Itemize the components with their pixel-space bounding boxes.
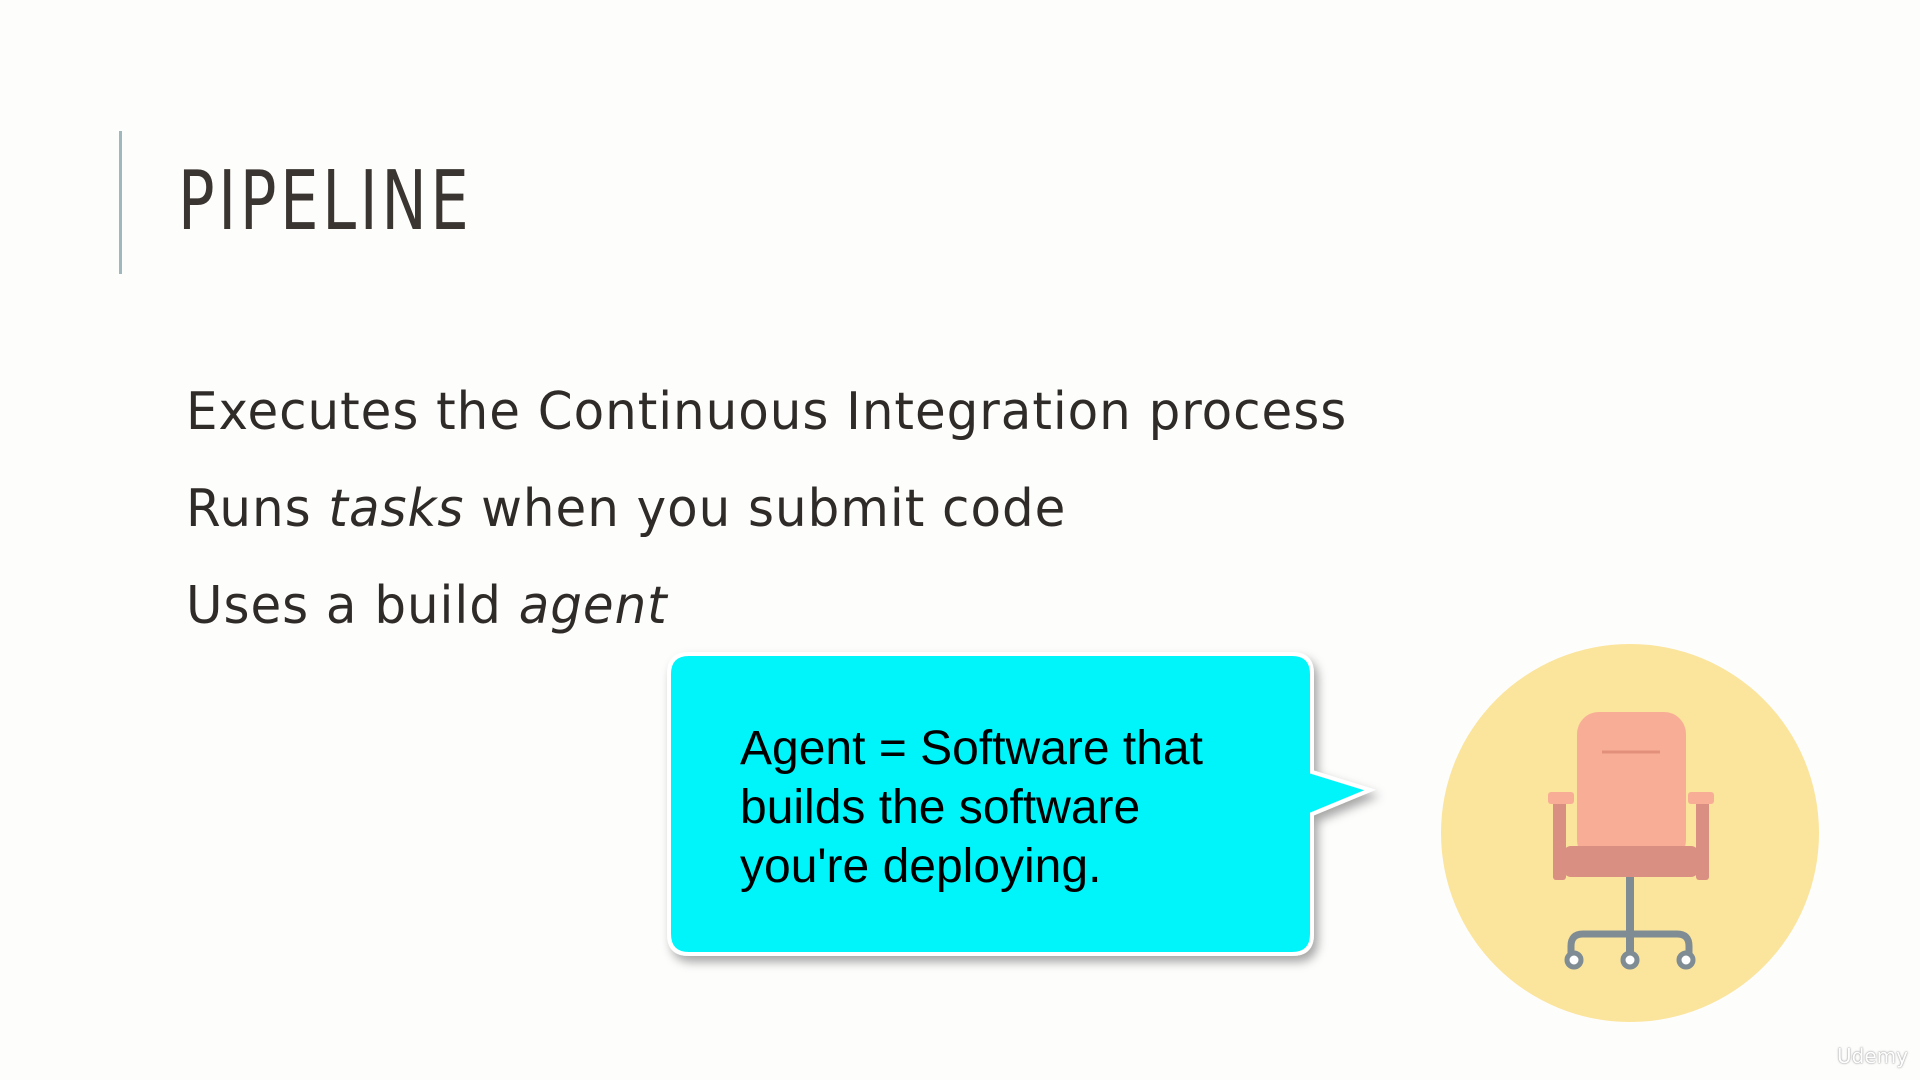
bullet-list: Executes the Continuous Integration proc… bbox=[186, 364, 1396, 655]
callout-bubble-shape bbox=[667, 652, 1376, 956]
udemy-watermark: Udemy bbox=[1837, 1044, 1908, 1068]
bullet-emphasis: agent bbox=[518, 576, 668, 636]
slide-title: PIPELINE bbox=[178, 154, 473, 249]
speech-callout: Agent = Software that builds the softwar… bbox=[667, 652, 1376, 956]
bullet-item: Uses a build agent bbox=[186, 558, 1347, 655]
bullet-text: when you submit code bbox=[464, 479, 1067, 539]
callout-line: builds the software bbox=[740, 781, 1141, 834]
bullet-text: Executes the Continuous Integration proc… bbox=[186, 382, 1348, 442]
bullet-text: Uses a build bbox=[186, 576, 519, 636]
chair-shape bbox=[1548, 712, 1714, 970]
bullet-emphasis: tasks bbox=[328, 479, 465, 539]
bullet-item: Executes the Continuous Integration proc… bbox=[186, 364, 1347, 461]
bullet-text: Runs bbox=[186, 479, 329, 539]
callout-line: Agent = Software that bbox=[740, 722, 1203, 775]
bullet-item: Runs tasks when you submit code bbox=[186, 461, 1347, 558]
office-chair-icon bbox=[1441, 644, 1819, 1022]
callout-line: you're deploying. bbox=[740, 840, 1102, 893]
title-accent-bar bbox=[119, 131, 122, 274]
callout-text: Agent = Software that builds the softwar… bbox=[740, 719, 1260, 896]
